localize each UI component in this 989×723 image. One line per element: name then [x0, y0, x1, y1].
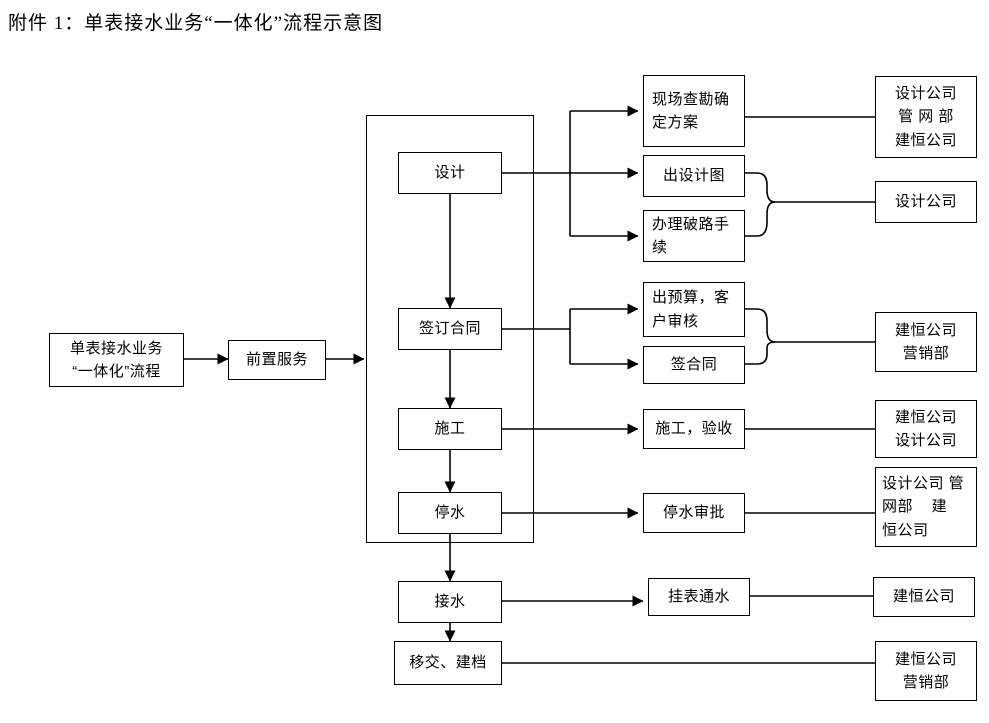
edge-road-permit-to-owner-design — [745, 201, 776, 237]
owner-2-label: 设计公司 — [894, 193, 957, 211]
edge-design-drawing-to-owner-design — [745, 172, 875, 203]
node-handover-label: 移交、建档 — [409, 654, 487, 672]
node-owner-jianheng[interactable]: 建恒公司 — [873, 577, 975, 617]
node-build-accept[interactable]: 施工，验收 — [643, 409, 745, 449]
edge-budget-review-to-owner-marketing — [745, 308, 875, 343]
node-budget-review[interactable]: 出预算，客 户审核 — [643, 282, 745, 337]
node-water-connect[interactable]: 接水 — [398, 581, 502, 623]
node-water-connect-label: 接水 — [434, 593, 466, 611]
owner-3-line-2: 营销部 — [902, 345, 950, 362]
node-owner-jianheng-design[interactable]: 建恒公司 设计公司 — [875, 400, 977, 458]
node-owner-design[interactable]: 设计公司 — [875, 181, 977, 223]
node-start-line-1: 单表接水业务 — [69, 339, 163, 357]
node-budget-review-line-1: 出预算，客 — [652, 289, 730, 307]
node-design-drawing-label: 出设计图 — [662, 167, 725, 185]
owner-7-line-1: 建恒公司 — [894, 650, 957, 668]
owner-4-line-2: 设计公司 — [894, 432, 957, 449]
node-survey-plan-line-1: 现场查勘确 — [652, 90, 730, 108]
node-survey-plan[interactable]: 现场查勘确 定方案 — [643, 75, 745, 147]
node-stop-approval[interactable]: 停水审批 — [643, 493, 745, 533]
owner-5-line-2: 网部 建 — [882, 498, 948, 516]
node-meter-water-label: 挂表通水 — [667, 588, 730, 606]
node-design-drawing[interactable]: 出设计图 — [643, 155, 745, 197]
node-start[interactable]: 单表接水业务 “一体化”流程 — [49, 333, 184, 387]
node-budget-review-line-2: 户审核 — [652, 312, 699, 330]
node-handover[interactable]: 移交、建档 — [394, 641, 502, 685]
node-road-permit-line-1: 办理破路手 — [652, 215, 730, 233]
node-owner-design-pipe-jianheng[interactable]: 设计公司 管 网 部 建恒公司 — [875, 76, 977, 158]
node-construction-label: 施工 — [434, 420, 466, 438]
node-meter-water[interactable]: 挂表通水 — [648, 578, 750, 616]
node-water-stop-label: 停水 — [434, 504, 466, 522]
owner-3-line-1: 建恒公司 — [894, 321, 957, 339]
owner-1-line-2: 管 网 部 — [898, 108, 954, 126]
node-sign-contract-label: 签订合同 — [418, 320, 481, 338]
owner-4-line-1: 建恒公司 — [894, 408, 957, 426]
owner-1-line-3: 建恒公司 — [894, 131, 957, 149]
connector-lines — [184, 105, 875, 664]
node-pre-service-label: 前置服务 — [245, 351, 308, 369]
main-process-group — [366, 115, 534, 543]
owner-1-line-1: 设计公司 — [894, 85, 957, 103]
node-water-stop[interactable]: 停水 — [398, 492, 502, 534]
node-pre-service[interactable]: 前置服务 — [228, 340, 326, 380]
node-build-accept-label: 施工，验收 — [655, 420, 733, 438]
node-road-permit-line-2: 续 — [652, 239, 668, 256]
node-owner-jianheng-marketing-2[interactable]: 建恒公司 营销部 — [875, 641, 977, 701]
node-sign[interactable]: 签合同 — [643, 346, 745, 384]
node-start-line-2: “一体化”流程 — [72, 363, 161, 380]
node-survey-plan-line-2: 定方案 — [652, 114, 699, 131]
node-construction[interactable]: 施工 — [398, 408, 502, 450]
owner-7-line-2: 营销部 — [902, 674, 950, 691]
node-stop-approval-label: 停水审批 — [662, 504, 725, 522]
node-sign-label: 签合同 — [670, 356, 718, 374]
page-title: 附件 1：单表接水业务“一体化”流程示意图 — [8, 13, 384, 34]
owner-5-line-1: 设计公司 管 — [882, 475, 965, 493]
edge-sign-to-owner-marketing — [745, 341, 776, 365]
node-owner-design-pipe-jianheng-2[interactable]: 设计公司 管 网部 建 恒公司 — [875, 467, 977, 547]
node-road-permit[interactable]: 办理破路手 续 — [643, 210, 745, 262]
owner-5-line-3: 恒公司 — [882, 521, 929, 539]
node-owner-jianheng-marketing-1[interactable]: 建恒公司 营销部 — [875, 312, 977, 372]
owner-6-label: 建恒公司 — [892, 588, 955, 606]
node-design[interactable]: 设计 — [398, 152, 502, 194]
node-design-label: 设计 — [434, 164, 466, 182]
node-sign-contract[interactable]: 签订合同 — [398, 308, 502, 350]
